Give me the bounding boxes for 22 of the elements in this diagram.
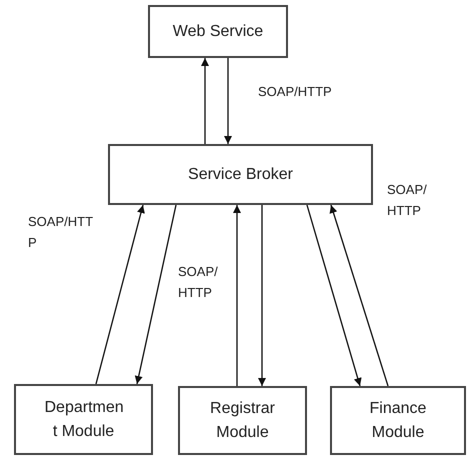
node-label: Registrar Module bbox=[209, 399, 276, 442]
module-box bbox=[178, 386, 307, 455]
node-label: Web Service bbox=[172, 22, 264, 42]
arrow bbox=[258, 205, 266, 386]
arrow bbox=[306, 204, 362, 386]
protocol-label: SOAP/HTT P bbox=[28, 213, 93, 252]
arrow bbox=[224, 58, 232, 144]
protocol-label: SOAP/ HTTP bbox=[387, 181, 427, 220]
node-label: Finance Module bbox=[368, 399, 428, 442]
module-box bbox=[108, 144, 373, 205]
module-box bbox=[148, 5, 288, 58]
module-box bbox=[14, 384, 153, 455]
arrow bbox=[330, 204, 389, 386]
protocol-label: SOAP/HTTP bbox=[258, 83, 332, 101]
node-label: Service Broker bbox=[187, 164, 294, 185]
protocol-label: SOAP/ HTTP bbox=[178, 263, 218, 302]
arrow bbox=[233, 205, 241, 386]
arrow bbox=[134, 204, 177, 384]
module-box bbox=[330, 386, 466, 455]
arrow bbox=[95, 204, 145, 384]
node-label: Departmen t Module bbox=[44, 398, 122, 442]
arrow bbox=[201, 58, 209, 144]
